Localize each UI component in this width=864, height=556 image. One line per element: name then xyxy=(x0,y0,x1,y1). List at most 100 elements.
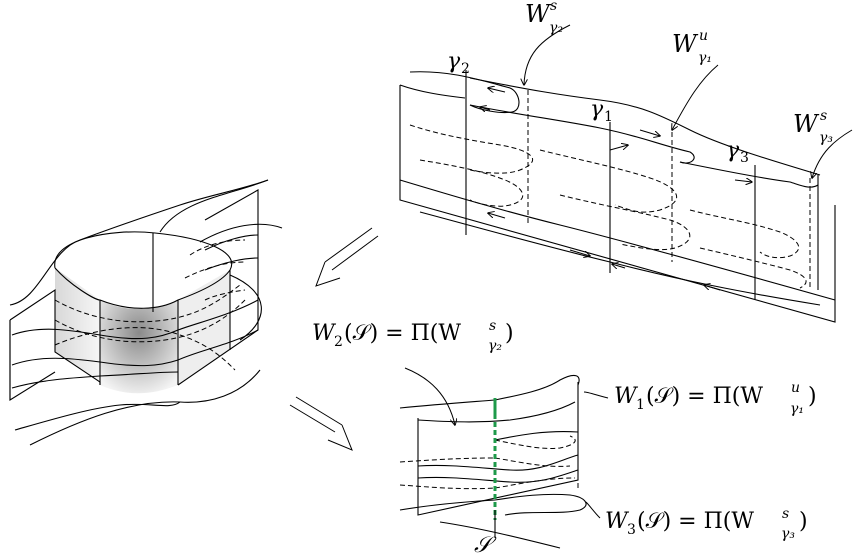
hidden-line-4 xyxy=(189,239,246,256)
w-s-gamma3-base: W xyxy=(793,110,820,138)
cylinder-figure xyxy=(9,179,283,446)
section-curve-1 xyxy=(399,374,580,409)
slab-lower-line xyxy=(399,179,836,301)
flow-arrow-4 xyxy=(609,145,628,151)
right-flange xyxy=(177,189,259,386)
label-gamma2: γ 2 xyxy=(447,49,470,77)
eq-w1-sup: u xyxy=(791,380,800,396)
slab-top-curve xyxy=(409,71,520,114)
cylinder-top-ellipse xyxy=(54,231,233,271)
eq-w3-end: ) xyxy=(799,509,808,534)
transition-arrow-up xyxy=(315,227,379,287)
gamma1-base: γ xyxy=(590,97,604,122)
outer-curve-right xyxy=(229,274,262,341)
callout-w2 xyxy=(404,367,455,425)
section-curve-4 xyxy=(417,454,579,471)
section-curve-6 xyxy=(494,493,587,516)
orbit-slab xyxy=(399,24,853,323)
eq-w2-sup: s xyxy=(489,318,496,334)
section-hidden-5 xyxy=(494,477,576,489)
equation-w3: W 3 (𝒮) = Π(W s γ₃ ) xyxy=(605,506,808,542)
hidden-saddle-2 xyxy=(419,159,523,207)
hidden-line-3 xyxy=(54,327,236,371)
section-figure xyxy=(399,367,609,549)
w-u-gamma1-sub: γ₁ xyxy=(698,50,712,66)
eq-w1-mid: (𝒮) = Π(W xyxy=(646,384,763,409)
eq-w2-lhs: W xyxy=(312,321,337,346)
label-w-u-gamma1: W u γ₁ xyxy=(672,28,712,66)
eq-w1-lhs-sub: 1 xyxy=(636,397,645,413)
eq-w3-lhs: W xyxy=(605,509,630,534)
hidden-saddle-4 xyxy=(559,194,691,251)
w-u-gamma1-sup: u xyxy=(699,28,708,44)
label-w-s-gamma2: W s γ₂ xyxy=(525,0,563,36)
flow-arrow-3 xyxy=(639,129,660,136)
flow-line-2 xyxy=(11,329,259,367)
eq-w1-end: ) xyxy=(808,384,817,409)
hidden-line-6 xyxy=(204,289,246,301)
w-u-gamma1-base: W xyxy=(672,30,699,58)
hidden-saddle-5 xyxy=(689,209,800,259)
cylinder-top-front xyxy=(54,267,231,309)
section-hidden-2 xyxy=(399,484,496,490)
w-s-gamma2-base: W xyxy=(525,0,552,28)
gamma1-sub: 1 xyxy=(604,109,613,125)
w-s-gamma3-sup: s xyxy=(820,108,827,124)
eq-w2-end: ) xyxy=(505,321,514,346)
eq-w1-lhs: W xyxy=(614,384,639,409)
section-curve-5 xyxy=(417,469,579,483)
flow-line-1 xyxy=(11,299,259,340)
section-curve-7 xyxy=(439,521,561,549)
hidden-saddle-3 xyxy=(539,149,677,213)
eq-w3-mid: (𝒮) = Π(W xyxy=(637,509,754,534)
flow-arrow-2 xyxy=(480,107,491,110)
outer-curve-left xyxy=(14,401,181,431)
hidden-line-1 xyxy=(54,284,241,323)
label-gamma1: γ 1 xyxy=(590,97,613,125)
flow-line-3 xyxy=(11,371,179,389)
flow-arrow-1 xyxy=(488,88,506,92)
gamma2-sub: 2 xyxy=(461,61,470,77)
right-upper-curve-2 xyxy=(199,223,283,243)
flow-arrow-5 xyxy=(734,180,752,182)
flow-arrow-8 xyxy=(704,285,721,291)
hidden-line-2 xyxy=(54,299,246,343)
slab-lower-line-2 xyxy=(419,211,821,306)
flow-arrow-7 xyxy=(569,249,590,256)
section-hidden-1 xyxy=(399,457,496,463)
label-gamma3: γ 3 xyxy=(726,138,749,166)
w-s-gamma2-sup: s xyxy=(550,0,557,14)
slab-top-edge xyxy=(399,84,466,99)
section-curve-8 xyxy=(399,499,496,511)
eq-w3-sup: s xyxy=(782,506,789,522)
section-curve-3 xyxy=(494,431,579,441)
gamma3-sub: 3 xyxy=(740,150,749,166)
hidden-line-5 xyxy=(184,261,246,279)
section-hidden-3 xyxy=(494,435,576,449)
eq-w2-sub: γ₂ xyxy=(488,338,502,354)
equation-w2: W 2 (𝒮) = Π(W s γ₂ ) xyxy=(312,318,514,354)
slab-top-upper xyxy=(469,77,821,176)
slab-mid-curve xyxy=(469,104,695,164)
slab-front-face xyxy=(399,85,836,323)
slab-mid-curve-2 xyxy=(679,161,819,188)
gamma3-base: γ xyxy=(726,138,740,163)
eq-w3-sub: γ₃ xyxy=(781,526,795,542)
flow-arrow-6 xyxy=(488,213,506,219)
w-s-gamma3-sub: γ₃ xyxy=(819,130,833,146)
callout-w3 xyxy=(585,501,601,519)
cylinder-shade-right xyxy=(178,270,230,385)
callout-w-u-gamma1 xyxy=(672,64,719,130)
section-label-s: 𝒮 xyxy=(474,533,497,556)
equation-w1: W 1 (𝒮) = Π(W u γ₁ ) xyxy=(614,380,817,417)
section-hidden-4 xyxy=(494,457,571,467)
hidden-saddle-6 xyxy=(699,247,807,289)
callout-w-s-gamma3 xyxy=(812,129,853,178)
flow-arrow-9 xyxy=(612,264,626,268)
transition-arrow-down xyxy=(289,396,353,451)
callout-w1 xyxy=(583,391,609,399)
gamma2-base: γ xyxy=(447,49,461,74)
cylinder-shade-front xyxy=(100,300,178,394)
w-s-gamma2-sub: γ₂ xyxy=(549,20,563,36)
